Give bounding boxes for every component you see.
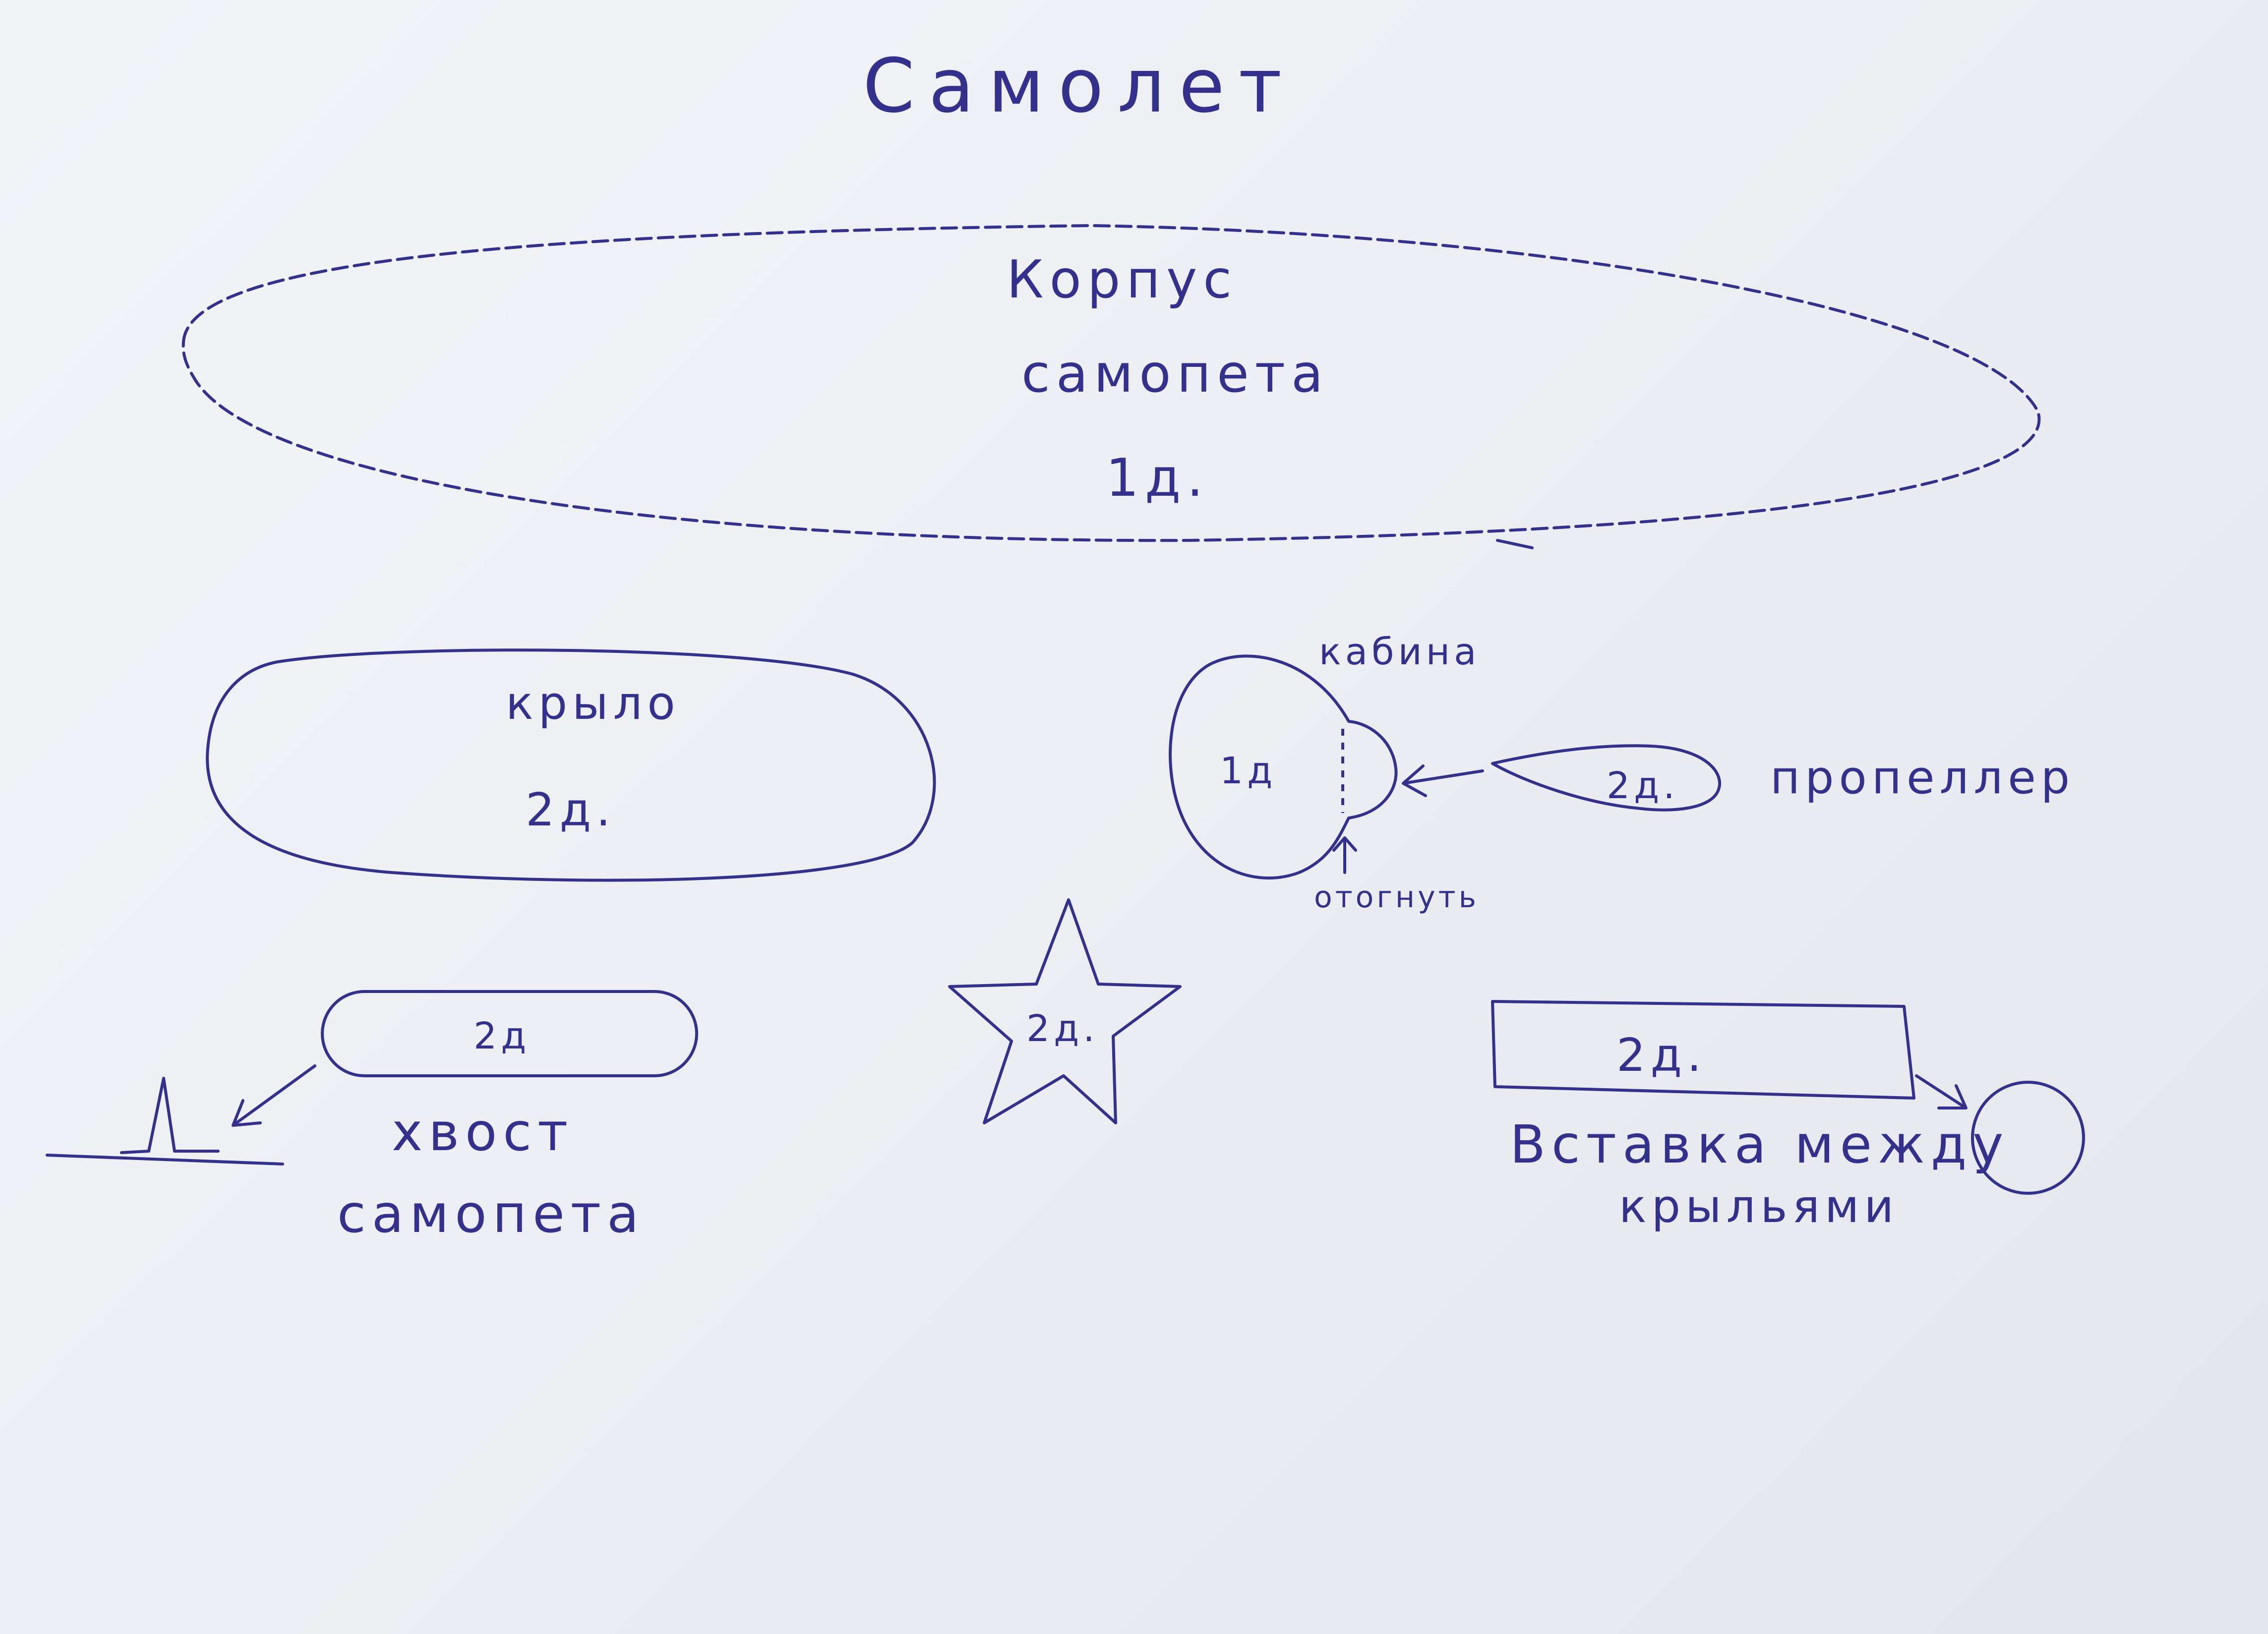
insert-circle [1971, 1081, 2085, 1195]
wing-count: 2д. [526, 783, 615, 836]
insert-outline [1491, 1000, 1915, 1100]
cabin-label: кабина [1319, 631, 1481, 673]
propeller-arrow [1402, 764, 1484, 797]
tail-piece-outline [321, 990, 698, 1077]
body-outline [181, 224, 2041, 542]
tail-arrow [232, 1064, 316, 1127]
tail-label-line2: самопета [337, 1184, 645, 1244]
cabin-outline [1169, 654, 1398, 880]
insert-label-line1: Вставка между [1510, 1114, 2009, 1175]
propeller-label: пропеллер [1770, 751, 2075, 804]
body-outline-tick [1496, 539, 1534, 549]
star-count: 2д. [1026, 1007, 1099, 1050]
star-outline [948, 898, 1182, 1124]
insert-arrow [1915, 1074, 1968, 1109]
tail-assembly-sketch [46, 1077, 284, 1166]
wing-label: крыло [506, 677, 680, 730]
cabin-fold-note: отогнуть [1314, 880, 1479, 915]
body-label-line2: самопета [1021, 344, 1329, 404]
tail-label-line1: хвост [392, 1102, 574, 1163]
body-count: 1д. [1106, 448, 1209, 508]
cabin-count: 1д [1220, 750, 1276, 792]
tail-count: 2д [474, 1015, 530, 1057]
insert-label-line2: крыльями [1619, 1180, 1899, 1233]
body-label-line1: Корпус [1007, 249, 1238, 310]
fold-arrow [1332, 836, 1357, 874]
insert-count: 2д. [1616, 1029, 1706, 1082]
propeller-count: 2д. [1607, 764, 1679, 807]
wing-outline [206, 648, 936, 882]
propeller-outline [1491, 744, 1722, 812]
page-title: Самолет [863, 43, 1296, 129]
